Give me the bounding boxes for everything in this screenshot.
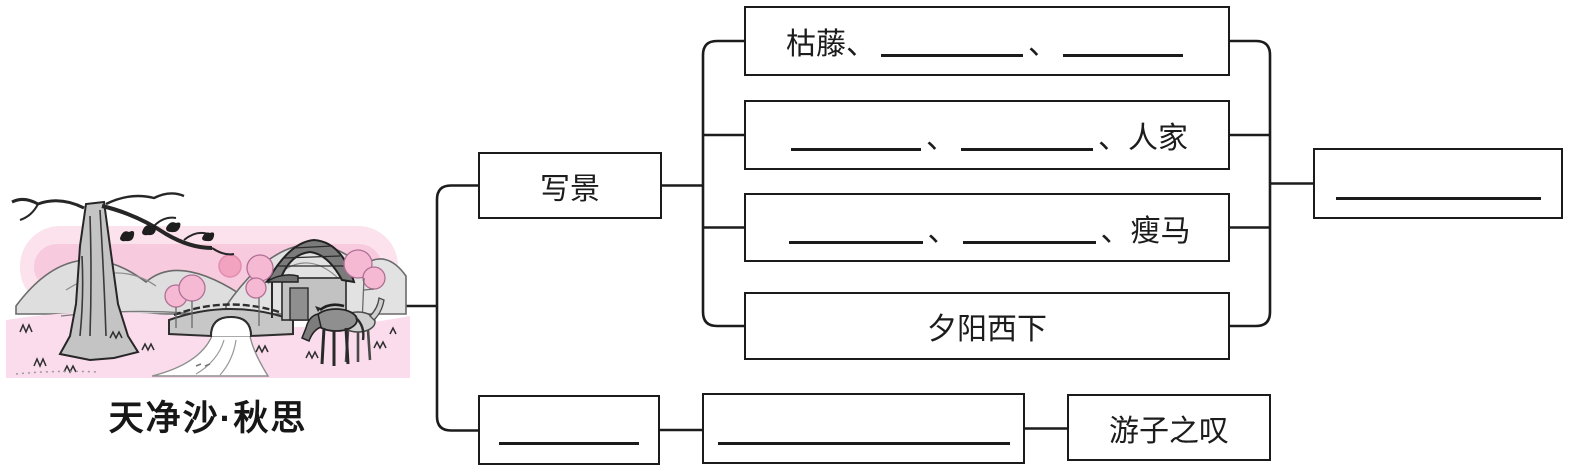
answer-blank-line (499, 442, 639, 445)
level2-bracket (701, 39, 744, 328)
box-xiejing: 写景 (478, 152, 662, 219)
poem-title: 天净沙·秋思 (108, 399, 308, 438)
box-bottom-left-blank (478, 395, 660, 465)
box-scene-kuteng-text: 枯藤、、 (786, 19, 1188, 63)
crows (120, 222, 215, 242)
box-scene-renjia-text: 、、人家 (786, 113, 1188, 157)
answer-blank-line (1335, 197, 1541, 200)
box-scene-kuteng: 枯藤、、 (744, 6, 1230, 76)
box-bottom-middle-blank (702, 393, 1025, 464)
grass-tufts (15, 323, 397, 375)
box-scene-shouma: 、、瘦马 (744, 193, 1230, 262)
answer-blank-line (881, 26, 1023, 57)
answer-blank-line (791, 120, 921, 151)
level1-bracket (435, 184, 478, 432)
box-summary-blank (1313, 148, 1563, 219)
box-scene-xiyangxixia: 夕阳西下 (744, 292, 1230, 360)
scene-illustration (6, 186, 410, 378)
level3-bracket (1230, 39, 1272, 328)
box-summary-blank-line (1335, 174, 1541, 208)
setting-sun (218, 254, 242, 278)
box-youzizhitan: 游子之叹 (1067, 394, 1271, 461)
box-scene-xiyangxixia-text: 夕阳西下 (927, 313, 1047, 346)
box-youzizhitan-text: 游子之叹 (1109, 414, 1229, 448)
answer-blank-line (1063, 26, 1183, 57)
lean-horse (301, 297, 385, 366)
answer-blank-line (788, 212, 923, 244)
box-scene-shouma-text: 、、瘦马 (784, 206, 1191, 250)
withered-tree (11, 192, 235, 362)
box-bottom-middle-blank-line (717, 419, 1010, 453)
box-bottom-left-blank-line (499, 419, 639, 453)
answer-blank-line (961, 120, 1093, 151)
stone-bridge (168, 303, 294, 338)
pink-trees (164, 249, 386, 328)
stream (151, 335, 270, 377)
answer-blank-line (717, 442, 1010, 445)
box-scene-renjia: 、、人家 (744, 100, 1230, 170)
answer-blank-line (962, 212, 1096, 244)
box-xiejing-text: 写景 (540, 172, 600, 206)
